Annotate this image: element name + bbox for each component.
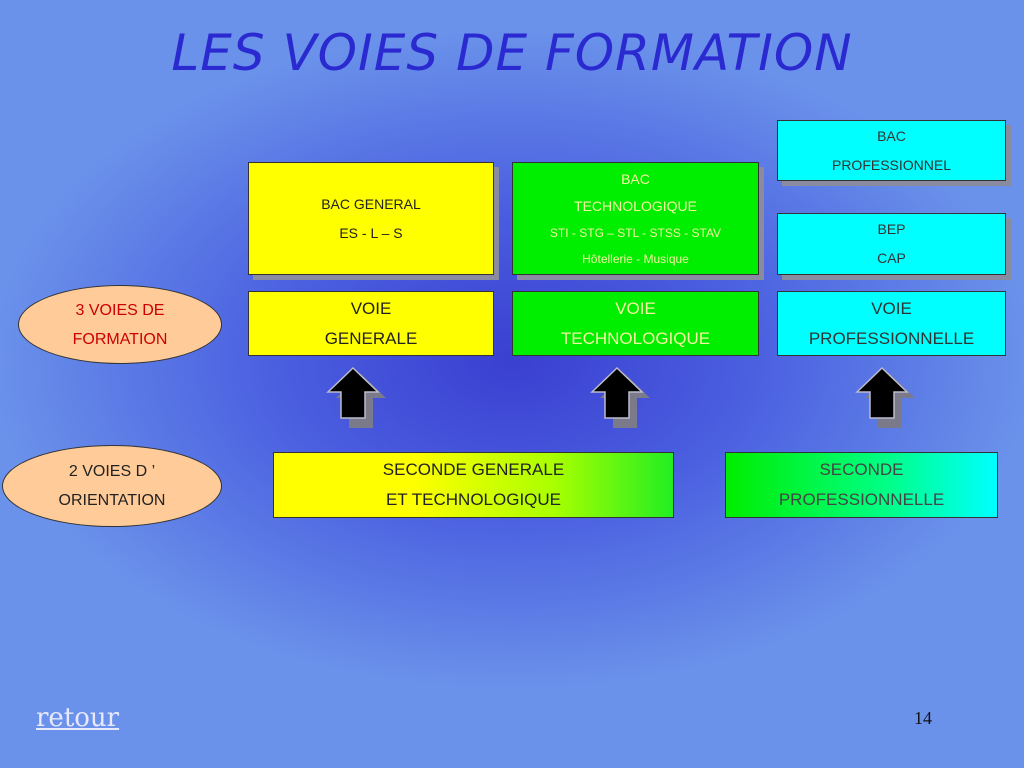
- bac-pro-box: BAC PROFESSIONNEL: [777, 120, 1006, 181]
- box-line: BAC: [877, 127, 906, 144]
- bep-cap-box: BEP CAP: [777, 213, 1006, 275]
- box-line: BEP: [877, 221, 906, 237]
- voie-generale-box: VOIE GENERALE: [248, 291, 494, 356]
- box-line: SECONDE GENERALE: [382, 460, 565, 479]
- up-arrow-icon: [326, 366, 386, 428]
- ellipse-line: 2 VOIES D ’: [68, 463, 156, 480]
- box-line: PROFESSIONNELLE: [808, 328, 975, 348]
- box-line: CAP: [877, 250, 906, 266]
- box-line: BAC GENERAL: [321, 195, 421, 212]
- two-voies-ellipse: 2 VOIES D ’ ORIENTATION: [2, 445, 222, 527]
- bac-general-box: BAC GENERAL ES - L – S: [248, 162, 494, 275]
- box-line: TECHNOLOGIQUE: [560, 328, 711, 348]
- voie-technologique-box: VOIE TECHNOLOGIQUE: [512, 291, 759, 356]
- up-arrow-icon: [855, 366, 915, 428]
- up-arrow-icon: [590, 366, 650, 428]
- seconde-pro-box: SECONDE PROFESSIONNELLE: [725, 452, 998, 518]
- ellipse-line: ORIENTATION: [58, 492, 166, 509]
- voie-professionnelle-box: VOIE PROFESSIONNELLE: [777, 291, 1006, 356]
- box-line: PROFESSIONNEL: [831, 156, 952, 173]
- box-line: PROFESSIONNELLE: [778, 490, 945, 509]
- box-line: STI - STG – STL - STSS - STAV: [549, 225, 722, 240]
- box-line: VOIE: [350, 298, 392, 318]
- three-voies-ellipse: 3 VOIES DE FORMATION: [18, 285, 222, 364]
- box-line: Hôtellerie - Musique: [582, 251, 689, 266]
- box-line: TECHNOLOGIQUE: [574, 197, 697, 214]
- box-line: GENERALE: [324, 328, 418, 348]
- page-title: LES VOIES DE FORMATION: [171, 24, 853, 82]
- seconde-generale-box: SECONDE GENERALE ET TECHNOLOGIQUE: [273, 452, 674, 518]
- box-line: BAC: [621, 170, 650, 187]
- retour-link[interactable]: retour: [36, 703, 120, 733]
- box-line: ET TECHNOLOGIQUE: [385, 490, 562, 509]
- page-number: 14: [914, 708, 932, 728]
- ellipse-line: 3 VOIES DE: [75, 301, 165, 319]
- ellipse-line: FORMATION: [72, 330, 168, 348]
- box-line: ES - L – S: [339, 224, 403, 241]
- box-line: VOIE: [871, 298, 912, 318]
- box-line: SECONDE: [819, 460, 904, 479]
- box-line: VOIE: [615, 298, 656, 318]
- bac-techno-box: BAC TECHNOLOGIQUE STI - STG – STL - STSS…: [512, 162, 759, 275]
